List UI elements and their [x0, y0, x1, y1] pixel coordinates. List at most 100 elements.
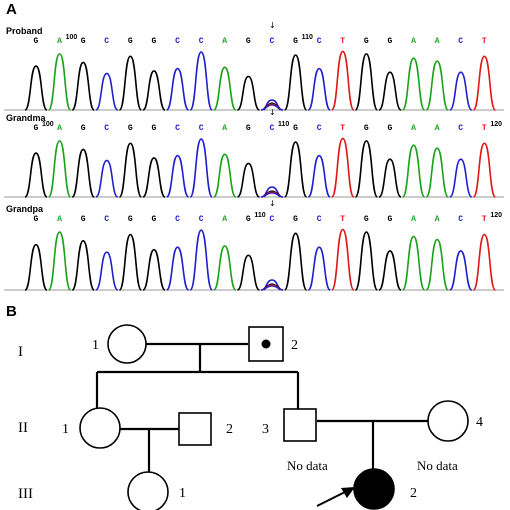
variant-trace — [263, 104, 281, 111]
trace-peak — [401, 144, 426, 198]
base-call: G — [364, 124, 369, 133]
individual-iii-1 — [127, 471, 169, 510]
base-call: A — [435, 124, 440, 133]
proband-arrow-shaft — [316, 491, 346, 507]
base-call: C — [458, 37, 463, 46]
base-call: G — [293, 37, 298, 46]
trace-peak — [401, 57, 426, 111]
individual-number-i-2: 2 — [291, 338, 298, 353]
base-call: A — [57, 215, 62, 224]
trace-peak — [142, 248, 166, 291]
trace-peak — [331, 228, 355, 291]
individual-number-ii-2: 2 — [226, 422, 233, 437]
individual-ii-2 — [178, 412, 212, 446]
base-call: G — [364, 215, 369, 224]
trace-peak — [118, 142, 143, 198]
position-marker: 120 — [490, 121, 502, 128]
base-call: G — [81, 37, 86, 46]
trace-peak — [472, 233, 497, 291]
trace-peak — [189, 229, 213, 291]
trace-peak — [425, 147, 449, 198]
trace-peak — [95, 159, 119, 198]
base-call: T — [340, 124, 345, 133]
trace-peak — [118, 55, 143, 111]
trace-peak — [378, 71, 402, 111]
trace-peak — [378, 158, 402, 198]
panel-a-label: A — [6, 1, 17, 18]
position-marker: 100 — [42, 121, 54, 128]
base-call: A — [411, 124, 416, 133]
trace-peak — [71, 148, 95, 198]
base-call: G — [34, 215, 39, 224]
position-marker: 110 — [278, 121, 289, 128]
base-call: G — [388, 37, 393, 46]
generation-label-i: I — [18, 344, 23, 360]
trace-peak — [189, 138, 213, 198]
trace-peak — [47, 140, 72, 198]
pedigree-chart: I II III 1 2 1 2 3 4 1 2 — [18, 324, 483, 510]
individual-number-ii-4: 4 — [476, 415, 483, 430]
base-call: C — [317, 124, 322, 133]
base-call: C — [270, 124, 275, 133]
trace-peak — [24, 152, 48, 198]
trace-peak — [95, 72, 119, 111]
base-call: G — [246, 37, 251, 46]
trace-peak — [354, 53, 379, 111]
variant-trace — [263, 285, 281, 291]
trace-peak — [354, 140, 379, 198]
base-call: A — [222, 37, 227, 46]
trace-peak — [189, 51, 213, 111]
trace-peak — [307, 154, 331, 198]
base-call: G — [293, 124, 298, 133]
trace-peak — [213, 153, 237, 198]
individual-iii-2-affected — [353, 468, 395, 510]
base-call: T — [340, 215, 345, 224]
trace-peak — [283, 141, 308, 198]
carrier-dot-i-2 — [261, 339, 271, 349]
base-call: A — [222, 215, 227, 224]
individual-number-ii-1: 1 — [62, 422, 69, 437]
individual-i-1 — [107, 324, 147, 364]
base-call: G — [246, 215, 251, 224]
base-call: T — [482, 124, 487, 133]
trace-peak — [95, 251, 119, 291]
trace-peak — [425, 60, 449, 111]
trace-peak — [378, 250, 402, 291]
trace-peak — [236, 75, 260, 111]
trace-peak — [401, 235, 426, 291]
base-call: G — [34, 37, 39, 46]
trace-peak — [142, 70, 166, 111]
base-call: A — [57, 37, 62, 46]
base-call: C — [199, 215, 204, 224]
position-marker: 100 — [66, 34, 78, 41]
variant-arrow-marker: ↓ — [269, 108, 276, 117]
no-data-note-right: No data — [417, 458, 458, 473]
base-call: G — [128, 37, 133, 46]
sample-label: Grandma — [6, 113, 47, 123]
base-call: A — [435, 215, 440, 224]
base-call: G — [246, 124, 251, 133]
position-marker: 120 — [490, 212, 502, 219]
base-call: A — [411, 37, 416, 46]
base-call: G — [152, 37, 157, 46]
trace-peak — [472, 55, 497, 111]
trace-peak — [71, 240, 95, 291]
base-call: G — [388, 124, 393, 133]
trace-peak — [307, 67, 331, 111]
trace-peak — [71, 61, 95, 111]
generation-label-iii: III — [18, 486, 33, 502]
base-call: A — [411, 215, 416, 224]
base-call: T — [340, 37, 345, 46]
base-call: G — [34, 124, 39, 133]
base-call: C — [104, 37, 109, 46]
base-call: C — [270, 215, 275, 224]
trace-peak — [24, 65, 48, 111]
variant-trace — [263, 192, 281, 198]
base-call: A — [222, 124, 227, 133]
trace-peak — [165, 154, 190, 198]
base-call: G — [388, 215, 393, 224]
